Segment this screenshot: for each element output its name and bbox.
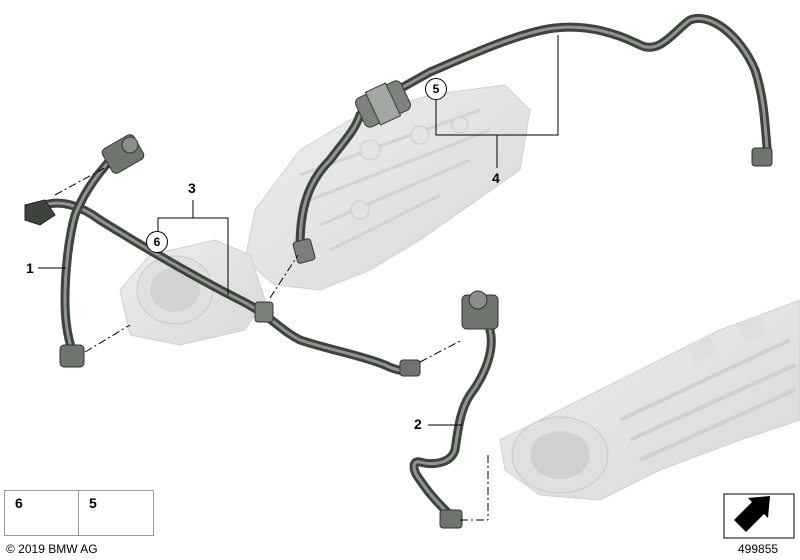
valve-top-left bbox=[101, 134, 145, 174]
legend-label-6: 6 bbox=[15, 495, 23, 511]
intake-manifold-ghost bbox=[244, 84, 531, 291]
copyright-text: © 2019 BMW AG bbox=[6, 542, 98, 556]
vent-line-part-2 bbox=[409, 290, 499, 529]
valve-part-2 bbox=[461, 290, 499, 330]
callout-part-1[interactable]: 1 bbox=[26, 260, 34, 276]
throttle-body-ghost bbox=[119, 239, 266, 346]
vent-line-part-4 bbox=[292, 14, 773, 264]
callout-part-6-circled[interactable]: 6 bbox=[146, 231, 168, 253]
leader-lines bbox=[38, 35, 559, 426]
callout-part-4[interactable]: 4 bbox=[492, 170, 500, 186]
callout-part-5-circled[interactable]: 5 bbox=[425, 78, 447, 100]
filter-element bbox=[355, 80, 411, 128]
vent-line-part-3 bbox=[24, 198, 421, 377]
callout-part-3[interactable]: 3 bbox=[188, 180, 196, 196]
callout-part-2[interactable]: 2 bbox=[414, 416, 422, 432]
legend-item-6[interactable]: 6 bbox=[4, 490, 80, 536]
diagram-number: 499855 bbox=[738, 542, 779, 556]
vent-line-part-1 bbox=[59, 134, 145, 368]
arrow-southwest-icon[interactable] bbox=[723, 493, 795, 539]
lower-manifold-ghost bbox=[499, 299, 800, 501]
legend-item-5[interactable]: 5 bbox=[78, 490, 154, 536]
legend-label-5: 5 bbox=[89, 495, 97, 511]
connection-lines bbox=[54, 164, 489, 521]
